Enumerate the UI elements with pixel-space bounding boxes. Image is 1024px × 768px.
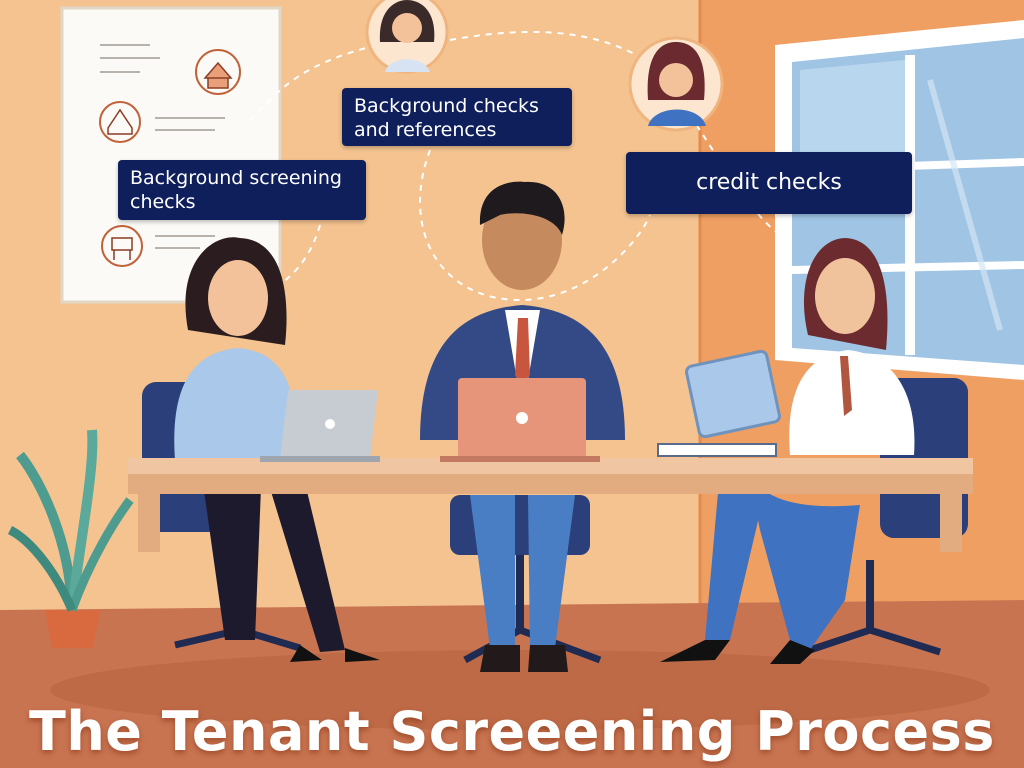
potted-plant xyxy=(7,429,134,648)
laptop-left xyxy=(260,390,380,462)
label-background-checks-references: Background checks and references xyxy=(342,88,572,146)
avatar-woman-top xyxy=(365,0,449,74)
person-right-woman xyxy=(660,238,915,664)
dashed-connector xyxy=(689,114,791,241)
person-left-woman xyxy=(174,237,380,662)
page-title: The Tenant Screeening Process xyxy=(29,700,995,763)
label-credit-checks: credit checks xyxy=(626,152,912,214)
chair-icon xyxy=(101,225,143,267)
label-background-screening-checks: Background screening checks xyxy=(118,160,366,220)
dashed-connector xyxy=(249,39,401,121)
building-icon xyxy=(99,101,141,143)
dashed-connector xyxy=(449,31,661,71)
avatar-woman-right xyxy=(628,36,724,132)
laptop-center xyxy=(440,378,600,462)
house-icon xyxy=(195,49,241,95)
